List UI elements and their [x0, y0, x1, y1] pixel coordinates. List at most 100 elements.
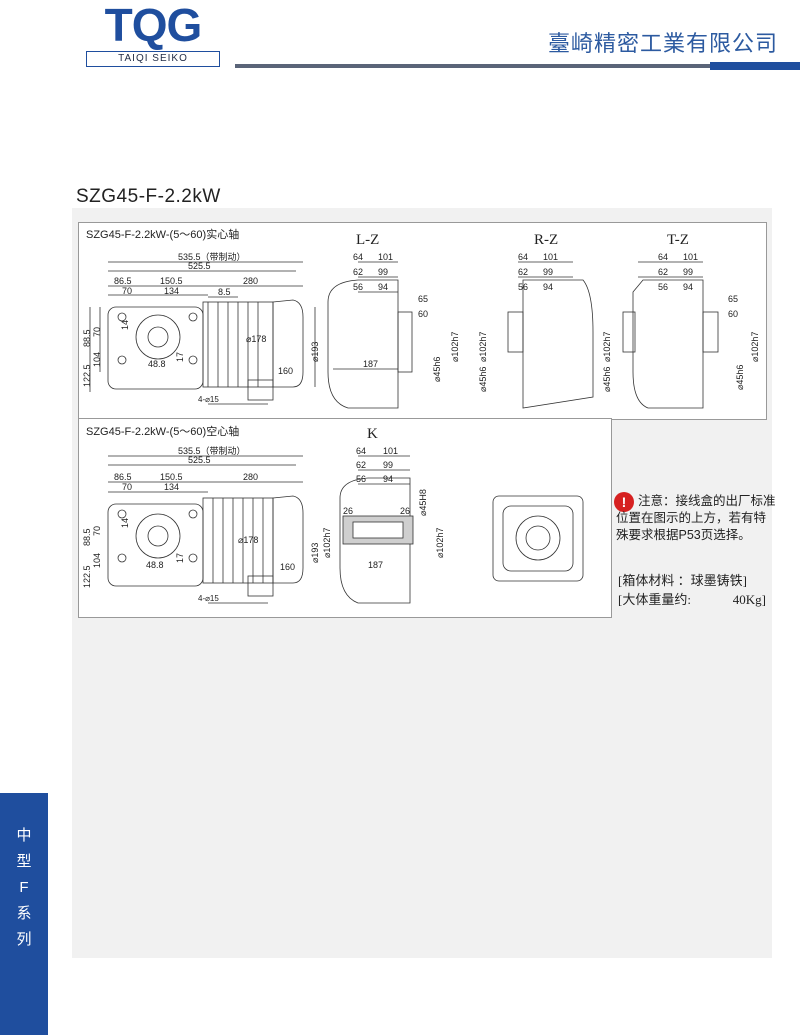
dim-label: 62 — [356, 460, 366, 470]
dim-label: ⌀102h7 — [450, 332, 460, 362]
dim-label: 70 — [122, 286, 132, 296]
dim-label: 48.8 — [146, 560, 164, 570]
dim-label: 64 — [356, 446, 366, 456]
dim-label: 70 — [92, 327, 102, 337]
dim-label: 86.5 — [114, 472, 132, 482]
view-label-k: K — [367, 426, 378, 442]
dim-label: 99 — [683, 267, 693, 277]
dim-label: 14 — [120, 320, 130, 330]
dim-label: ⌀193 — [310, 543, 320, 563]
model-title: SZG45-F-2.2kW — [76, 186, 221, 207]
dim-label: 62 — [518, 267, 528, 277]
company-name: 臺崎精密工業有限公司 — [547, 32, 778, 57]
dim-label: 70 — [92, 526, 102, 536]
k-housing — [339, 477, 411, 604]
dim-label: 150.5 — [160, 472, 183, 482]
shaft-inner — [147, 326, 169, 348]
dim-label: 26 — [343, 506, 353, 516]
dim-label: ⌀102h7 — [602, 332, 612, 362]
dim-label: 88.5 — [82, 329, 92, 347]
dim-label: 62 — [353, 267, 363, 277]
dim-label: 64 — [353, 252, 363, 262]
installation-note: 注意：接线盒的出厂标准位置在图示的上方，若有特殊要求根据P53页选择。 — [616, 494, 776, 542]
dim-label: ⌀102h7 — [478, 332, 488, 362]
dim-label: 56 — [353, 282, 363, 292]
dim-label: 70 — [122, 482, 132, 492]
dim-label: 26 — [400, 506, 410, 516]
dim-label: 65 — [728, 294, 738, 304]
weight-label: [大体重量约: — [618, 592, 691, 607]
dim-label: 535.5（带制动） — [178, 251, 246, 262]
dim-label: 94 — [383, 474, 393, 484]
dim-label: ⌀45h6 — [602, 367, 612, 392]
weight-row: [大体重量约: 40Kg] — [618, 590, 766, 609]
drawing-caption-hollow: SZG45-F-2.2kW-(5～60)空心轴 — [86, 426, 240, 438]
series-side-tab: 中 型 F 系 列 — [0, 793, 48, 1035]
drawing-caption-solid: SZG45-F-2.2kW-(5～60)实心轴 — [86, 229, 240, 241]
dim-label: 64 — [658, 252, 668, 262]
view-label-rz: R-Z — [534, 232, 559, 248]
dim-label: ⌀45h6 — [735, 365, 745, 390]
dim-label: ⌀45h6 — [478, 367, 488, 392]
warning-icon: ! — [614, 492, 634, 512]
dim-label: 56 — [658, 282, 668, 292]
dim-label: 99 — [543, 267, 553, 277]
dim-label: 88.5 — [82, 528, 92, 546]
dim-label: 94 — [378, 282, 388, 292]
dim-label: 48.8 — [148, 359, 166, 369]
dim-label: 4-⌀15 — [198, 594, 219, 603]
dim-label: ⌀178 — [238, 535, 258, 545]
dim-label: 122.5 — [82, 565, 92, 588]
dim-label: 150.5 — [160, 276, 183, 286]
dim-label: ⌀45H8 — [418, 489, 428, 516]
dim-label: 160 — [278, 366, 293, 376]
dim-label: 64 — [518, 252, 528, 262]
dim-label: ⌀102h7 — [435, 528, 445, 558]
spec-block: [箱体材料 ：球墨铸铁] [大体重量约: 40Kg] — [618, 571, 766, 609]
dim-label: 104 — [92, 553, 102, 568]
side-tab-char: F — [19, 879, 29, 896]
side-tab-char: 系 — [16, 905, 32, 922]
header-accent-bar — [710, 62, 800, 70]
dim-label: 86.5 — [114, 276, 132, 286]
dim-label: 525.5 — [188, 455, 211, 465]
terminal-box — [247, 575, 274, 597]
dim-label: 94 — [683, 282, 693, 292]
dim-label: 60 — [728, 309, 738, 319]
dim-label: 4-⌀15 — [198, 395, 219, 404]
dim-label: ⌀178 — [246, 334, 266, 344]
end-view-housing — [492, 495, 584, 582]
logo-mark: TQG — [104, 0, 203, 51]
dim-label: 280 — [243, 276, 258, 286]
header-divider — [235, 64, 800, 68]
dim-label: 101 — [378, 252, 393, 262]
dim-label: 134 — [164, 482, 179, 492]
gearbox-front — [107, 306, 204, 390]
side-tab-char: 型 — [16, 853, 32, 870]
material-label: [箱体材料 ：球墨铸铁] — [618, 573, 747, 588]
dim-label: 56 — [518, 282, 528, 292]
dim-label: ⌀102h7 — [322, 528, 332, 558]
dim-label: 17 — [175, 553, 185, 563]
dim-label: 535.5（带制动） — [178, 445, 246, 456]
dim-label: 525.5 — [188, 261, 211, 271]
dim-label: 65 — [418, 294, 428, 304]
shaft-bore — [135, 314, 181, 360]
dim-label: 101 — [383, 446, 398, 456]
weight-value: 40Kg] — [732, 592, 766, 607]
drawing-solid-svg: 535.5（带制动） 525.5 280 86.5 150.5 70 134 8… — [82, 251, 760, 409]
dim-label: ⌀193 — [310, 342, 320, 362]
lz-housing — [327, 279, 399, 409]
motor-end-cap — [272, 299, 304, 388]
tz-housing — [632, 279, 704, 409]
dim-label: ⌀45h6 — [432, 357, 442, 382]
dim-label: 280 — [243, 472, 258, 482]
dim-label: 60 — [418, 309, 428, 319]
view-label-tz: T-Z — [667, 232, 689, 248]
gearbox-front — [107, 503, 204, 587]
terminal-box — [247, 379, 274, 401]
dim-label: 94 — [543, 282, 553, 292]
drawing-hollow-svg: 535.5（带制动） 525.5 280 86.5 150.5 70 134 4… — [82, 445, 584, 604]
dim-label: 17 — [175, 352, 185, 362]
dim-label: 8.5 — [218, 287, 231, 297]
